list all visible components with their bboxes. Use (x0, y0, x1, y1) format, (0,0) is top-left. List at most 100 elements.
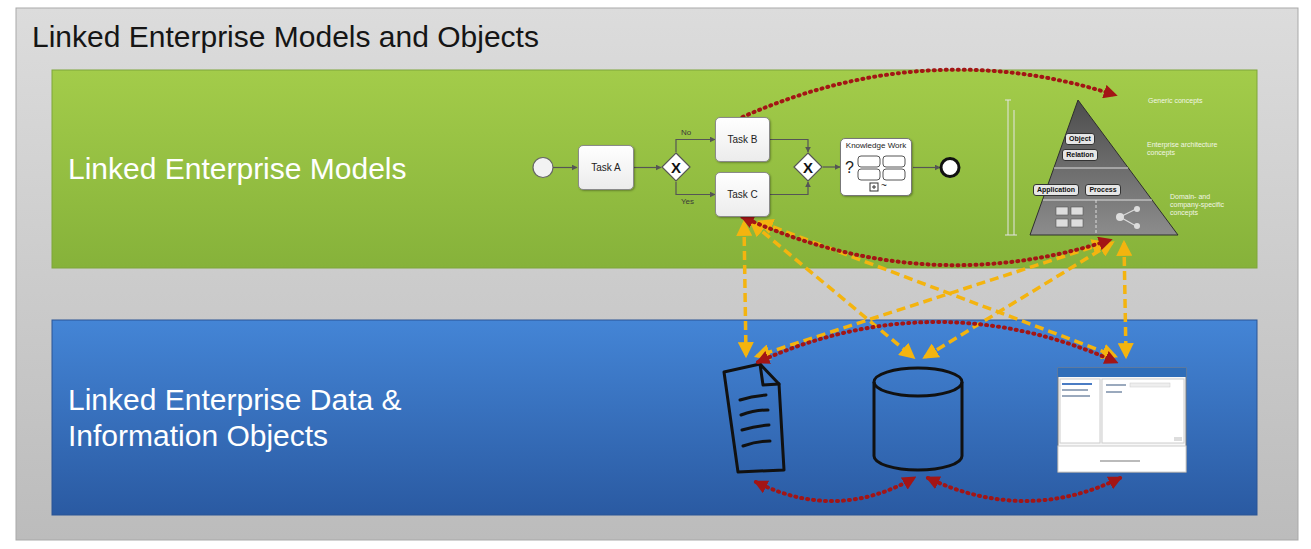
component-icon (1056, 219, 1068, 227)
gateway-marker: X (803, 160, 813, 175)
database-side (873, 382, 876, 456)
outer-panel (16, 8, 1298, 540)
sequence-flow (676, 182, 715, 195)
mini-task (858, 156, 880, 167)
screen-status (1100, 460, 1140, 462)
document-icon (724, 364, 784, 472)
layer-divider (1096, 200, 1097, 235)
flow-label: Yes (681, 197, 711, 207)
screen-footer (1058, 446, 1186, 472)
band-label: Linked Enterprise Models (68, 151, 407, 187)
task-label: Task C (727, 189, 758, 201)
sequence-flow (823, 166, 840, 167)
sequence-flow (770, 140, 808, 153)
screen-field (1106, 391, 1122, 393)
pyramid-axis (1005, 100, 1017, 235)
concept-box: Process (1085, 184, 1120, 196)
gateway-diamond: X (661, 152, 691, 182)
knowledge-work-box: Knowledge Work? ~ (840, 138, 912, 196)
layer-divider (1054, 168, 1128, 169)
mini-task (858, 169, 880, 180)
flow-label: No (681, 128, 711, 138)
task-label: Task A (591, 162, 620, 174)
screen-field (1130, 383, 1170, 387)
screen-item (1062, 389, 1088, 391)
screen-sidebar (1060, 379, 1100, 443)
adhoc-question-mark: ? (845, 159, 857, 177)
network-icon-node (1134, 206, 1140, 212)
subprocess-marker (870, 183, 878, 191)
task-label: Task B (727, 134, 757, 146)
mini-task (883, 169, 905, 180)
sequence-flow (553, 167, 577, 168)
concept-box: Relation (1062, 149, 1098, 161)
task-box: Task A (578, 145, 634, 190)
document-fold (760, 364, 779, 385)
screen-titlebar (1058, 368, 1186, 377)
concept-label: Application (1037, 185, 1075, 195)
network-icon-node (1134, 223, 1140, 229)
diagram-title: Linked Enterprise Models and Objects (32, 18, 932, 56)
pyramid-outline (1030, 100, 1178, 235)
sequence-flow (676, 140, 715, 153)
screen-item (1062, 383, 1092, 385)
end-event (941, 159, 959, 177)
screen-form (1102, 379, 1184, 443)
screen-item (1062, 395, 1090, 397)
application-screen-icon (1058, 368, 1186, 472)
database-top (874, 368, 962, 396)
database-bottom (874, 456, 962, 470)
concept-label: Object (1069, 134, 1091, 144)
concept-label: Relation (1066, 150, 1094, 160)
band-label: Linked Enterprise Data & Information Obj… (68, 382, 508, 454)
task-box: Task B (715, 117, 770, 162)
document-line (741, 410, 768, 415)
subprocess-plus (872, 185, 876, 189)
document-outline (724, 364, 784, 472)
document-line (742, 425, 769, 430)
database-side (961, 382, 964, 456)
screen-window (1058, 368, 1186, 472)
object-object-links (756, 322, 1120, 501)
concept-label: Process (1089, 185, 1116, 195)
link-arc (928, 478, 1120, 501)
gateway-diamond: X (793, 152, 823, 182)
adhoc-marker: ~ (881, 180, 895, 192)
objects-band: Linked Enterprise Data & Information Obj… (52, 320, 1257, 515)
models-band: Linked Enterprise Models Task A X Task B Tas… (52, 70, 1257, 268)
component-icon (1071, 219, 1083, 227)
link-arrow (760, 222, 1115, 356)
screen-button (1174, 437, 1182, 441)
sequence-flow (913, 167, 940, 168)
document-line (743, 441, 770, 446)
axis-line (1014, 110, 1015, 235)
pyramid-shape (1020, 95, 1232, 240)
task-box: Task C (715, 172, 770, 217)
concept-box: Application (1033, 184, 1079, 196)
concept-pyramid: Generic conceptsEnterprise architecture … (1020, 95, 1232, 240)
layer-divider (1043, 200, 1152, 201)
diamond-outline (662, 153, 690, 181)
axis-line (1008, 100, 1009, 235)
objects-band-fill (52, 320, 1257, 515)
link-arrow (744, 223, 746, 355)
document-line (740, 395, 766, 400)
link-arc (756, 478, 914, 501)
component-icon (1071, 207, 1083, 215)
knowledge-work-label: Knowledge Work (841, 141, 911, 151)
models-band-fill (52, 70, 1257, 268)
network-icon-node (1116, 213, 1124, 221)
database-icon (874, 368, 962, 470)
mini-task (883, 156, 905, 167)
sequence-flow (634, 167, 661, 168)
gateway-marker: X (671, 160, 681, 175)
model-object-links (744, 222, 1126, 357)
screen-field (1106, 384, 1126, 386)
concept-layer-label: Generic concepts (1148, 97, 1228, 105)
axis-tick (1005, 100, 1011, 101)
sequence-flow (770, 182, 808, 195)
concept-box: Object (1065, 133, 1095, 145)
